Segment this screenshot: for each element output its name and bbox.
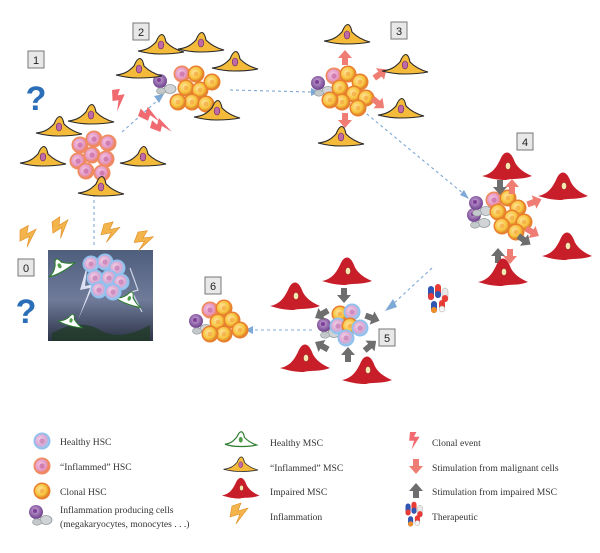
legend-healthy-hsc: Healthy HSC bbox=[33, 432, 111, 450]
legend-inflammation-producing-cells: Inflammation producing cells (megakaryoc… bbox=[28, 504, 189, 530]
stage-label-1: 1 bbox=[27, 50, 45, 69]
arrow-4-to-5 bbox=[391, 267, 433, 306]
svg-text:Healthy HSC: Healthy HSC bbox=[60, 437, 111, 448]
legend-inflamed-msc: “Inflammed” MSC bbox=[223, 456, 343, 474]
inflammation-bolts bbox=[17, 214, 155, 253]
svg-text:Clonal HSC: Clonal HSC bbox=[60, 487, 107, 498]
arrow-2-to-3 bbox=[229, 89, 313, 93]
stage-label-0: 0 bbox=[17, 258, 35, 277]
legend-healthy-msc: Healthy MSC bbox=[224, 431, 323, 449]
question-mark-stage-1: ? bbox=[26, 80, 47, 118]
svg-text:3: 3 bbox=[396, 26, 402, 38]
stage-label-4: 4 bbox=[516, 132, 534, 151]
legend-impaired-msc: Impaired MSC bbox=[221, 477, 327, 499]
question-mark-stage-0: ? bbox=[16, 293, 37, 331]
legend-stim-impaired: Stimulation from impaired MSC bbox=[409, 483, 557, 498]
clonal-events bbox=[111, 88, 175, 135]
svg-text:Stimulation from impaired MSC: Stimulation from impaired MSC bbox=[432, 487, 557, 498]
legend-inflamed-hsc: “Inflammed” HSC bbox=[33, 457, 132, 475]
svg-text:2: 2 bbox=[138, 27, 144, 39]
svg-text:Therapeutic: Therapeutic bbox=[432, 512, 478, 523]
stage-1-inflamed-hsc-cluster bbox=[69, 130, 117, 182]
svg-text:(megakaryocytes, monocytes . .: (megakaryocytes, monocytes . . .) bbox=[60, 519, 189, 530]
svg-text:Healthy MSC: Healthy MSC bbox=[270, 438, 323, 449]
stage-label-6: 6 bbox=[204, 276, 222, 295]
stage-4-clonal-cluster bbox=[466, 189, 533, 241]
svg-text:Stimulation from malignant cel: Stimulation from malignant cells bbox=[432, 463, 559, 474]
svg-text:Impaired MSC: Impaired MSC bbox=[270, 487, 327, 498]
svg-text:Clonal event: Clonal event bbox=[432, 438, 481, 449]
therapeutic-pills bbox=[427, 283, 449, 314]
legend-inflammation: Inflammation bbox=[229, 502, 322, 525]
legend-therapeutic: Therapeutic bbox=[405, 501, 478, 527]
stage-label-3: 3 bbox=[390, 21, 408, 40]
stage-6-clonal-cluster bbox=[188, 299, 249, 343]
stage-2-clonal-cluster bbox=[152, 65, 221, 113]
svg-text:6: 6 bbox=[210, 281, 216, 293]
svg-text:“Inflammed” MSC: “Inflammed” MSC bbox=[270, 463, 343, 474]
svg-text:Inflammation: Inflammation bbox=[270, 512, 322, 523]
arrow-3-to-4 bbox=[361, 109, 466, 196]
svg-text:4: 4 bbox=[522, 137, 528, 149]
svg-text:Inflammation producing cells: Inflammation producing cells bbox=[60, 505, 174, 516]
stage-label-5: 5 bbox=[378, 328, 396, 347]
svg-text:1: 1 bbox=[33, 55, 39, 67]
legend: Healthy HSC “Inflammed” HSC Clonal HSC I… bbox=[28, 431, 559, 530]
svg-text:5: 5 bbox=[384, 333, 390, 345]
stage-3-clonal-cluster bbox=[310, 65, 375, 117]
stage-0-niche-image bbox=[42, 250, 153, 341]
svg-text:“Inflammed” HSC: “Inflammed” HSC bbox=[60, 462, 132, 473]
legend-clonal-event: Clonal event bbox=[409, 432, 481, 450]
svg-text:0: 0 bbox=[23, 263, 29, 275]
legend-clonal-hsc: Clonal HSC bbox=[33, 482, 107, 500]
stage-label-2: 2 bbox=[132, 22, 150, 41]
legend-stim-malignant: Stimulation from malignant cells bbox=[409, 459, 559, 474]
